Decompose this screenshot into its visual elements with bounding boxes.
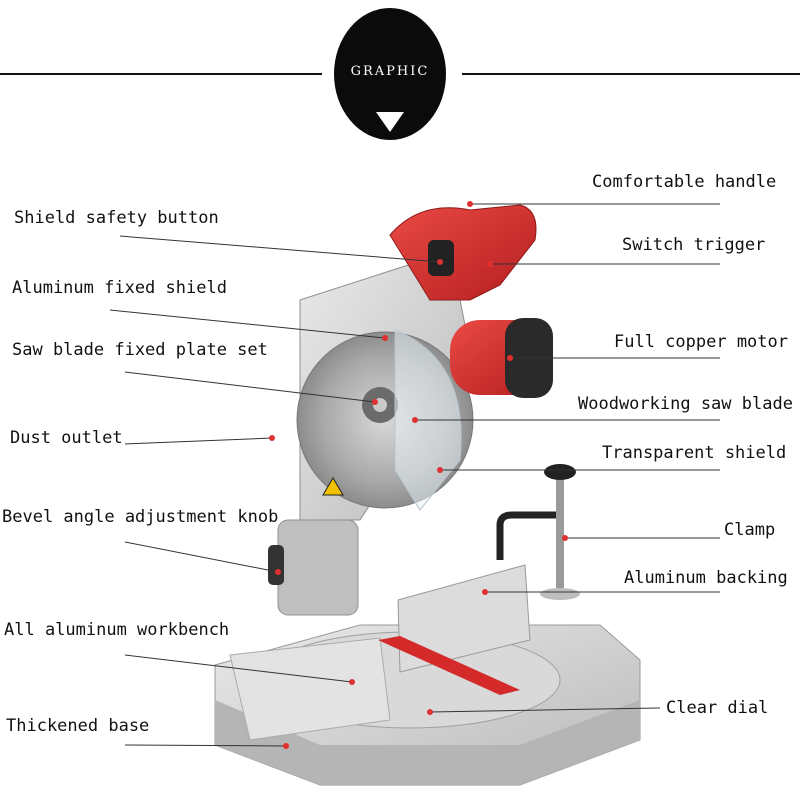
label-saw-blade-fixed-plate-set: Saw blade fixed plate set — [12, 340, 268, 360]
label-thickened-base: Thickened base — [6, 716, 150, 736]
label-full-copper-motor: Full copper motor — [614, 332, 788, 352]
pivot-column — [277, 519, 359, 616]
label-bevel-angle-adjustment-knob: Bevel angle adjustment knob — [2, 507, 279, 527]
label-all-aluminum-workbench: All aluminum workbench — [4, 620, 230, 640]
leader-lines — [109, 203, 720, 747]
header-rule-right — [462, 73, 800, 75]
label-aluminum-backing: Aluminum backing — [624, 568, 788, 588]
leader-dots — [269, 201, 568, 749]
clamp-arm — [496, 511, 560, 560]
label-aluminum-fixed-shield: Aluminum fixed shield — [12, 278, 227, 298]
graphic-badge — [334, 8, 446, 140]
base-front-face — [215, 700, 640, 785]
bevel-knob — [268, 545, 284, 585]
handle — [389, 204, 537, 301]
clamp-rod — [556, 480, 564, 590]
label-transparent-shield: Transparent shield — [602, 443, 787, 463]
header-rule-left — [0, 73, 322, 75]
kerf-strip — [378, 636, 520, 695]
label-clear-dial: Clear dial — [666, 698, 769, 718]
clamp-knob — [544, 464, 576, 480]
label-comfortable-handle: Comfortable handle — [592, 172, 777, 192]
label-clamp: Clamp — [724, 520, 776, 540]
label-shield-safety-button: Shield safety button — [14, 208, 219, 228]
label-switch-trigger: Switch trigger — [622, 235, 766, 255]
down-arrow-icon — [376, 112, 404, 132]
warning-decal — [322, 477, 344, 496]
label-dust-outlet: Dust outlet — [10, 428, 123, 448]
clamp-foot — [540, 588, 580, 600]
label-woodworking-saw-blade: Woodworking saw blade — [578, 394, 793, 414]
workbench-plate — [229, 637, 391, 741]
graphic-title: GRAPHIC — [350, 64, 430, 79]
safety-button — [428, 240, 454, 276]
